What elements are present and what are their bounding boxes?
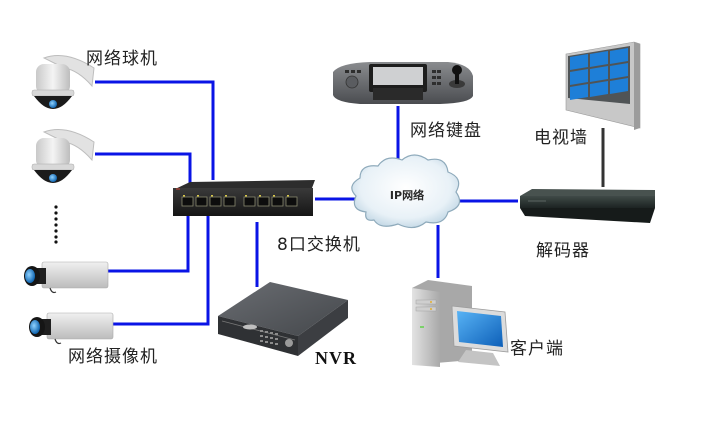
client-label: 客户端 [510,339,564,359]
switch-port [209,196,222,207]
network-camera-1 [24,261,109,294]
wall-screen [610,48,628,64]
nvr-icon [218,282,348,356]
wall-screen [570,69,588,85]
wall-screen [570,54,588,70]
wall-screen [590,51,608,67]
switch-port [181,196,194,207]
ptz-camera-2 [31,129,95,183]
ip-network-cloud-icon [351,154,461,229]
wall-screen [590,81,608,97]
network-camera-label: 网络摄像机 [68,347,158,367]
port-led [259,195,261,197]
switch-port [223,196,236,207]
link-cam1-switch [88,216,190,273]
video-wall-label: 电视墙 [534,128,588,148]
port-led [287,195,289,197]
link-ptz2-switch [95,152,192,184]
switch-ports [181,195,298,207]
port-led [183,195,185,197]
link-cam2-switch [93,216,210,326]
port-led [211,195,213,197]
decoder-label: 解码器 [536,241,590,261]
client-pc-icon [412,280,509,367]
switch-port [257,196,270,207]
switch-label: 8口交换机 [277,235,361,255]
decoder-icon [520,189,655,223]
switch-icon [173,180,315,216]
wall-screen [610,78,628,94]
network-camera-2 [29,312,114,345]
wall-screen [570,84,588,100]
nvr-label: NVR [315,348,357,368]
switch-port [195,196,208,207]
port-led [245,195,247,197]
wall-screen [590,66,608,82]
switch-port [285,196,298,207]
ptz-camera-label: 网络球机 [86,49,158,69]
port-led [273,195,275,197]
video-wall-icon [565,41,641,130]
more-cameras-ellipsis [54,205,58,244]
link-ptz1-switch [95,80,215,180]
keyboard-icon [333,62,473,104]
port-led [197,195,199,197]
switch-port [271,196,284,207]
switch-port [243,196,256,207]
ptz-camera-1 [31,55,95,109]
port-led [225,195,227,197]
ip-network-label: IP网络 [390,188,424,202]
links [88,80,605,326]
wall-screen [610,63,628,79]
keyboard-label: 网络键盘 [410,121,482,141]
wall-screens [570,48,628,100]
